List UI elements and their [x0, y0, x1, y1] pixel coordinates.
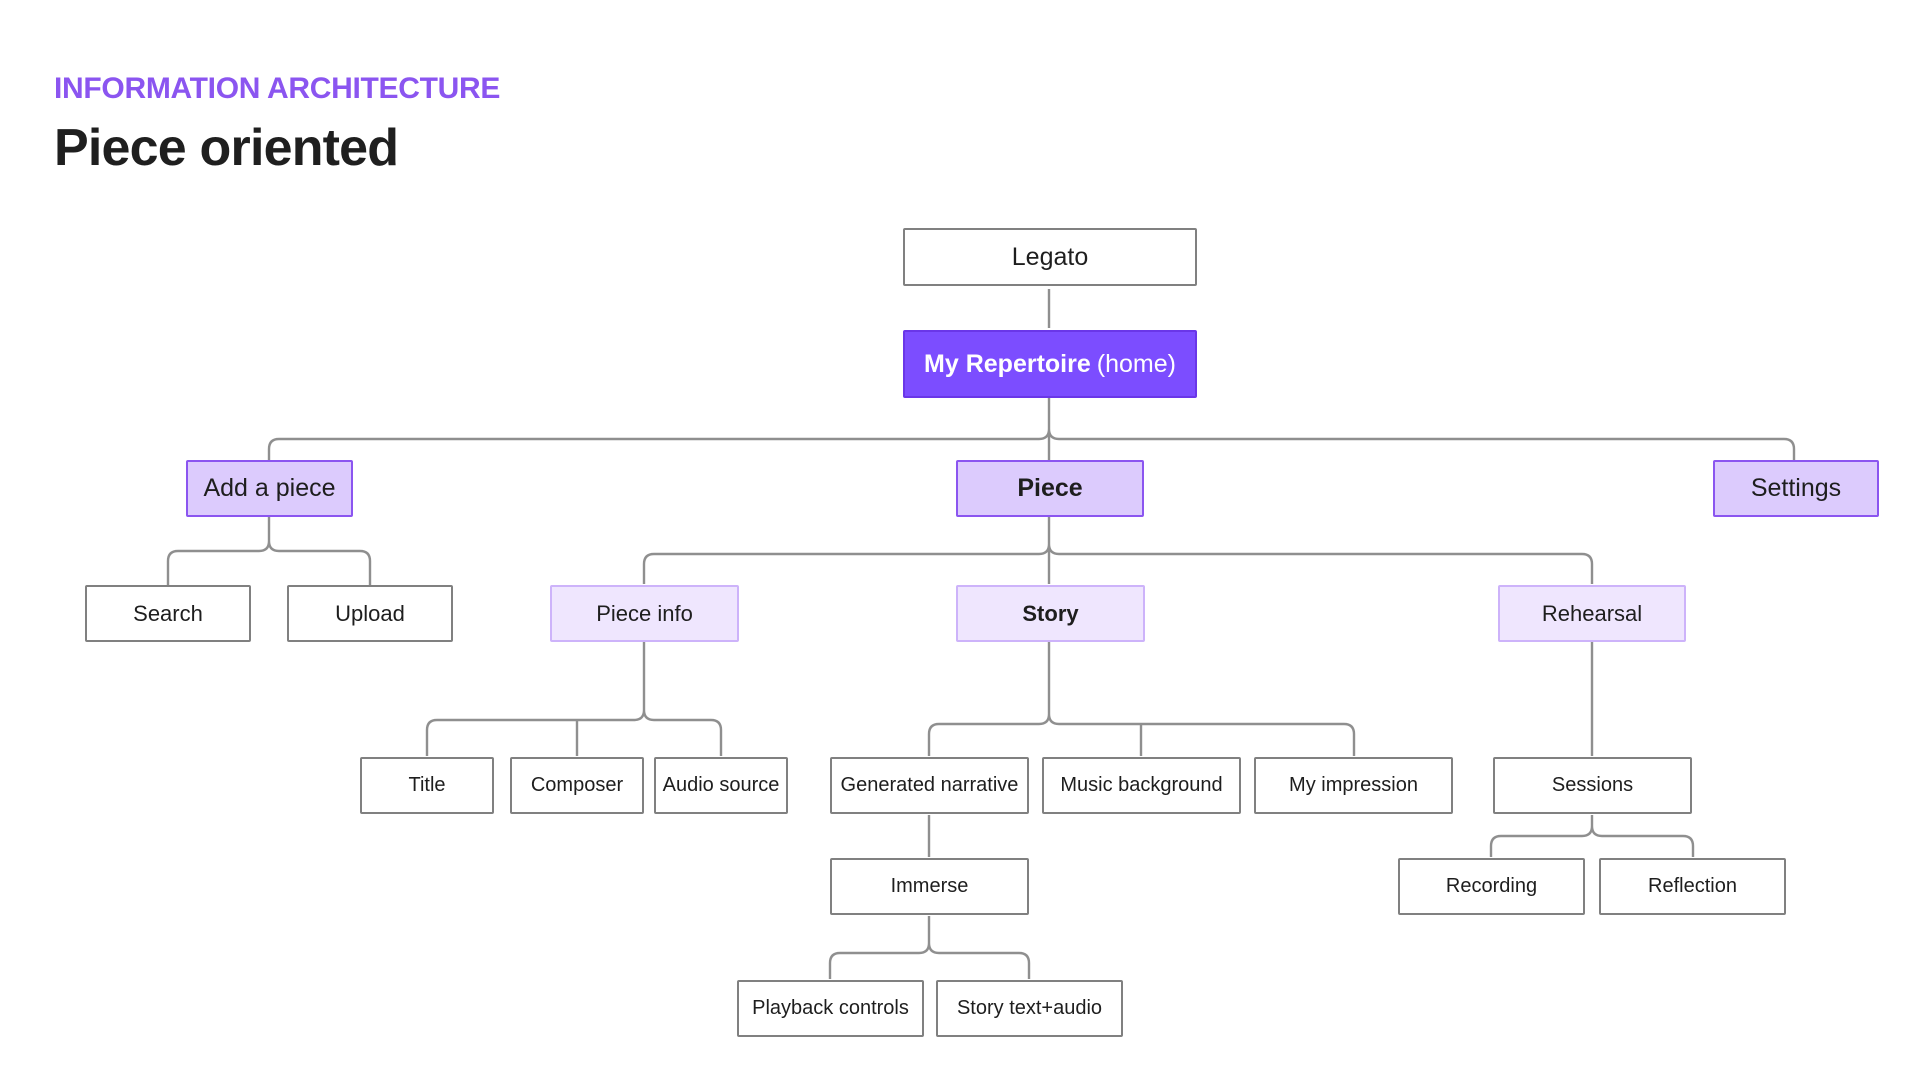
node-piece-info: Piece info: [550, 585, 739, 642]
node-music-background: Music background: [1042, 757, 1241, 814]
node-add-a-piece: Add a piece: [186, 460, 353, 517]
node-immerse: Immerse: [830, 858, 1029, 915]
node-generated-narrative: Generated narrative: [830, 757, 1029, 814]
connector-immerse-children: [828, 916, 1031, 979]
node-composer: Composer: [510, 757, 644, 814]
node-recording: Recording: [1398, 858, 1585, 915]
section-eyebrow: INFORMATION ARCHITECTURE: [54, 72, 501, 105]
node-my-repertoire-home: My Repertoire (home): [903, 330, 1197, 398]
node-piece: Piece: [956, 460, 1144, 517]
connector-piece-level2: [642, 517, 1594, 584]
node-story: Story: [956, 585, 1145, 642]
node-upload: Upload: [287, 585, 453, 642]
node-title: Title: [360, 757, 494, 814]
node-settings: Settings: [1713, 460, 1879, 517]
node-reflection: Reflection: [1599, 858, 1786, 915]
page-title: Piece oriented: [54, 119, 399, 177]
node-search: Search: [85, 585, 251, 642]
connector-add-children: [166, 517, 372, 585]
node-story-text-audio: Story text+audio: [936, 980, 1123, 1037]
node-my-impression: My impression: [1254, 757, 1453, 814]
node-sessions: Sessions: [1493, 757, 1692, 814]
connector-story-children: [927, 642, 1356, 756]
home-suffix: (home): [1096, 349, 1176, 378]
connector-pieceinfo-children: [425, 642, 723, 756]
node-audio-source: Audio source: [654, 757, 788, 814]
node-playback-controls: Playback controls: [737, 980, 924, 1037]
node-rehearsal: Rehearsal: [1498, 585, 1686, 642]
home-label: My Repertoire: [924, 349, 1091, 378]
connector-home-level1: [267, 398, 1796, 460]
node-legato: Legato: [903, 228, 1197, 286]
connector-sessions-children: [1489, 815, 1695, 857]
